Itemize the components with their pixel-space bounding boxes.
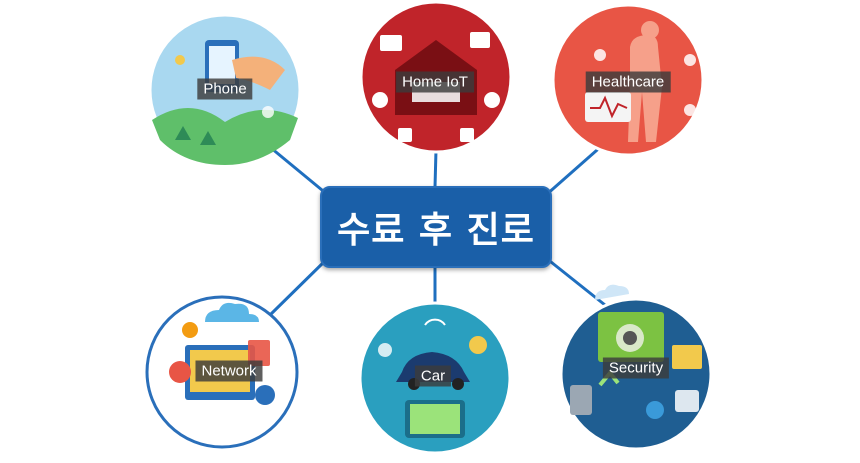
device-icon [380,35,402,51]
play-icon [182,322,198,338]
avatar-icon [169,361,191,383]
phone-label: Phone [197,78,253,100]
database-icon [570,385,592,415]
connector-healthcare [545,141,606,197]
hand-icon [232,56,285,90]
home-iot-label: Home IoT [396,71,474,93]
center-topic-label: 수료 후 진로 [337,210,535,251]
security-label: Security [602,357,670,379]
connector-home-iot [433,149,438,188]
cloud-lock-icon [595,284,629,300]
connector-phone [264,141,329,197]
cloud-icon [205,302,259,322]
center-topic-box: 수료 후 진로 [320,186,552,268]
bulb-icon [372,92,388,108]
wifi-icon [424,318,446,326]
connector-network [268,256,330,317]
connectors [264,141,606,317]
car-label: Car [414,365,452,387]
phone-hills [152,107,298,165]
folder-icon [672,345,702,369]
network-label: Network [195,360,263,382]
healthcare-label: Healthcare [585,71,671,93]
connector-security [545,256,606,307]
